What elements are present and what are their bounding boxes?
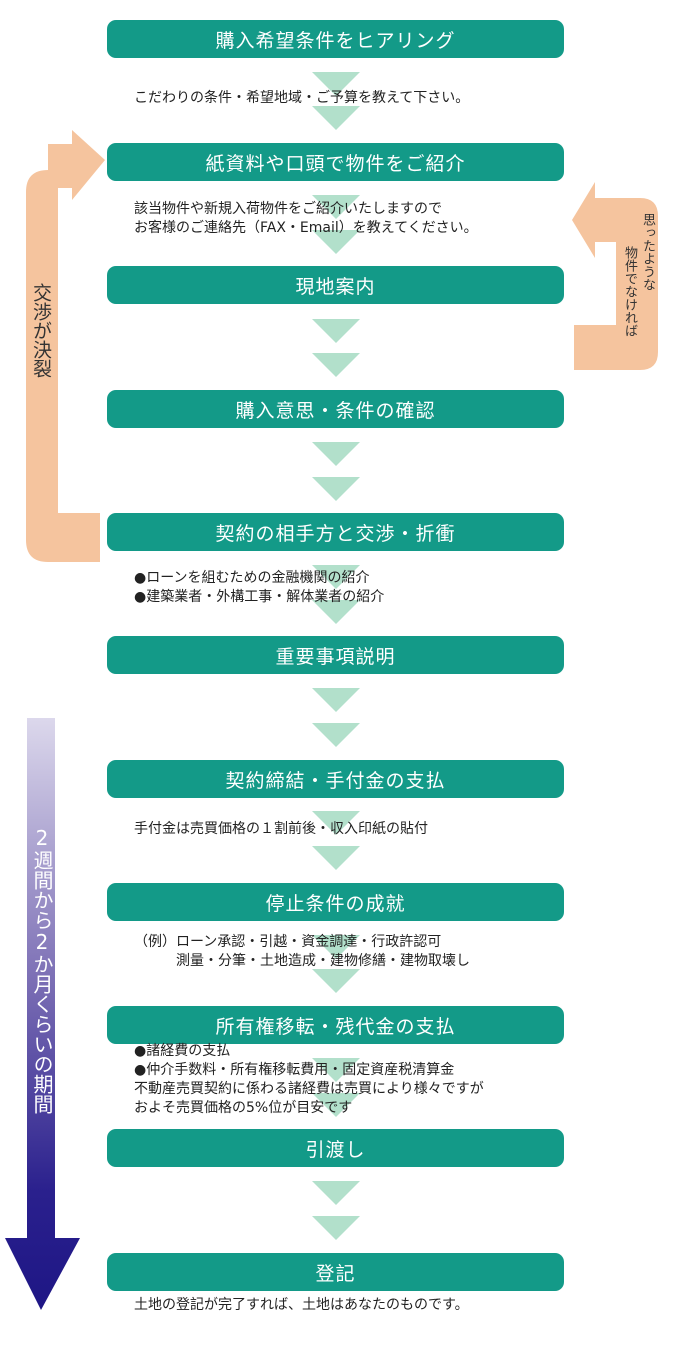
step-6-important-matters: 重要事項説明 [107, 636, 564, 674]
not-desired-label-line2: 物件でなければ [622, 246, 637, 337]
connector-arrow-7 [312, 442, 360, 466]
connector-arrow-14 [312, 846, 360, 870]
step-5-note: ●ローンを組むための金融機関の紹介 ●建築業者・外構工事・解体業者の紹介 [134, 570, 385, 605]
step-2-introduction: 紙資料や口頭で物件をご紹介 [107, 143, 564, 181]
connector-arrow-15 [312, 935, 360, 959]
connector-arrow-1 [312, 72, 360, 96]
not-desired-label-line1: 思ったような [640, 213, 655, 291]
connector-arrow-8 [312, 477, 360, 501]
step-9-note: ●諸経費の支払 ●仲介手数料・所有権移転費用・固定資産税清算金 不動産売買契約に… [134, 1043, 484, 1116]
connector-arrow-6 [312, 353, 360, 377]
timeline-label: 2週間から2か月くらいの期間 [30, 826, 54, 1114]
connector-arrow-17 [312, 1058, 360, 1082]
connector-arrow-5 [312, 319, 360, 343]
step-11-note: 土地の登記が完了すれば、土地はあなたのものです。 [134, 1297, 469, 1313]
connector-arrow-19 [312, 1181, 360, 1205]
step-8-note: （例）ローン承認・引越・資金調達・行政許認可 測量・分筆・土地造成・建物修繕・建… [134, 934, 470, 969]
connector-arrow-4 [312, 230, 360, 254]
step-10-handover: 引渡し [107, 1129, 564, 1167]
step-7-note: 手付金は売買価格の１割前後・収入印紙の貼付 [134, 821, 428, 837]
step-1-hearing: 購入希望条件をヒアリング [107, 20, 564, 58]
connector-arrow-2 [312, 106, 360, 130]
step-4-confirm-intent: 購入意思・条件の確認 [107, 390, 564, 428]
negotiation-failed-label: 交渉が決裂 [30, 283, 52, 378]
connector-arrow-10 [312, 600, 360, 624]
connector-arrow-18 [312, 1093, 360, 1117]
connector-arrow-3 [312, 195, 360, 219]
not-desired-loop-arrow [572, 182, 658, 370]
step-11-registration: 登記 [107, 1253, 564, 1291]
connector-arrow-12 [312, 723, 360, 747]
negotiation-failed-loop-arrow [26, 130, 105, 562]
step-3-site-visit: 現地案内 [107, 266, 564, 304]
step-9-ownership-transfer: 所有権移転・残代金の支払 [107, 1006, 564, 1044]
step-5-negotiation: 契約の相手方と交渉・折衝 [107, 513, 564, 551]
connector-arrow-9 [312, 565, 360, 589]
timeline-arrow [5, 718, 80, 1310]
step-7-contract: 契約締結・手付金の支払 [107, 760, 564, 798]
connector-arrow-20 [312, 1216, 360, 1240]
connector-arrow-16 [312, 969, 360, 993]
connector-arrow-11 [312, 688, 360, 712]
step-1-note: こだわりの条件・希望地域・ご予算を教えて下さい。 [134, 90, 470, 106]
connector-arrow-13 [312, 811, 360, 835]
step-8-conditions: 停止条件の成就 [107, 883, 564, 921]
step-2-note: 該当物件や新規入荷物件をご紹介いたしますので お客様のご連絡先（FAX・Emai… [134, 201, 478, 236]
